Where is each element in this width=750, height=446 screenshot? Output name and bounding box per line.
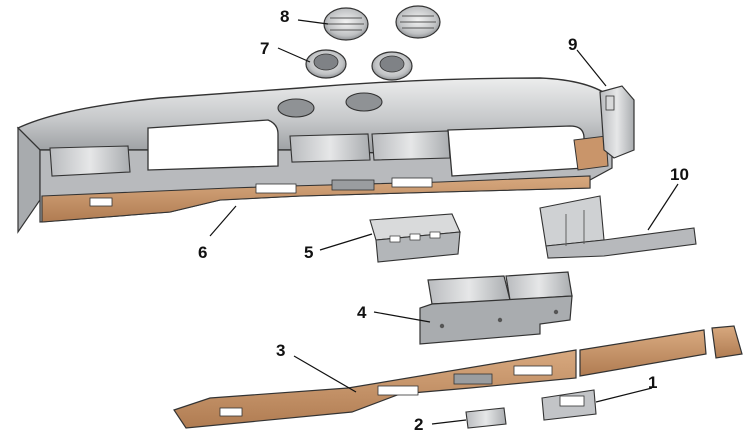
leader-lines [209, 19, 679, 425]
vent-housing-right [371, 51, 413, 81]
dashboard-main-panel [16, 77, 613, 234]
vent-grille-right [395, 5, 441, 39]
callout-3: 3 [276, 341, 285, 360]
callout-1: 1 [648, 373, 657, 392]
small-insert [465, 407, 507, 429]
leader-10 [647, 183, 679, 231]
callout-4: 4 [357, 303, 367, 322]
callout-10: 10 [670, 165, 689, 184]
vent-housing-left [305, 49, 347, 79]
ashtray [541, 389, 597, 421]
leader-6 [209, 205, 237, 237]
callout-5: 5 [304, 243, 313, 262]
callout-8: 8 [280, 7, 289, 26]
vent-grille-left [323, 7, 369, 41]
center-bracket [369, 213, 461, 263]
leader-1 [595, 387, 653, 403]
leader-5 [319, 233, 373, 251]
right-support-bracket [539, 195, 697, 259]
leader-4 [373, 311, 431, 323]
side-bracket [599, 85, 635, 159]
lower-wood-trim [173, 325, 743, 429]
center-console-module [419, 271, 573, 345]
callout-2: 2 [414, 415, 423, 434]
callout-6: 6 [198, 243, 207, 262]
leader-8 [297, 19, 329, 25]
callout-9: 9 [568, 35, 577, 54]
leader-2 [431, 419, 467, 425]
callout-labels: 1 2 3 4 5 6 7 8 9 10 [198, 7, 689, 434]
leader-3 [293, 355, 357, 393]
leader-9 [576, 49, 607, 87]
leader-7 [277, 47, 311, 63]
callout-7: 7 [260, 39, 269, 58]
